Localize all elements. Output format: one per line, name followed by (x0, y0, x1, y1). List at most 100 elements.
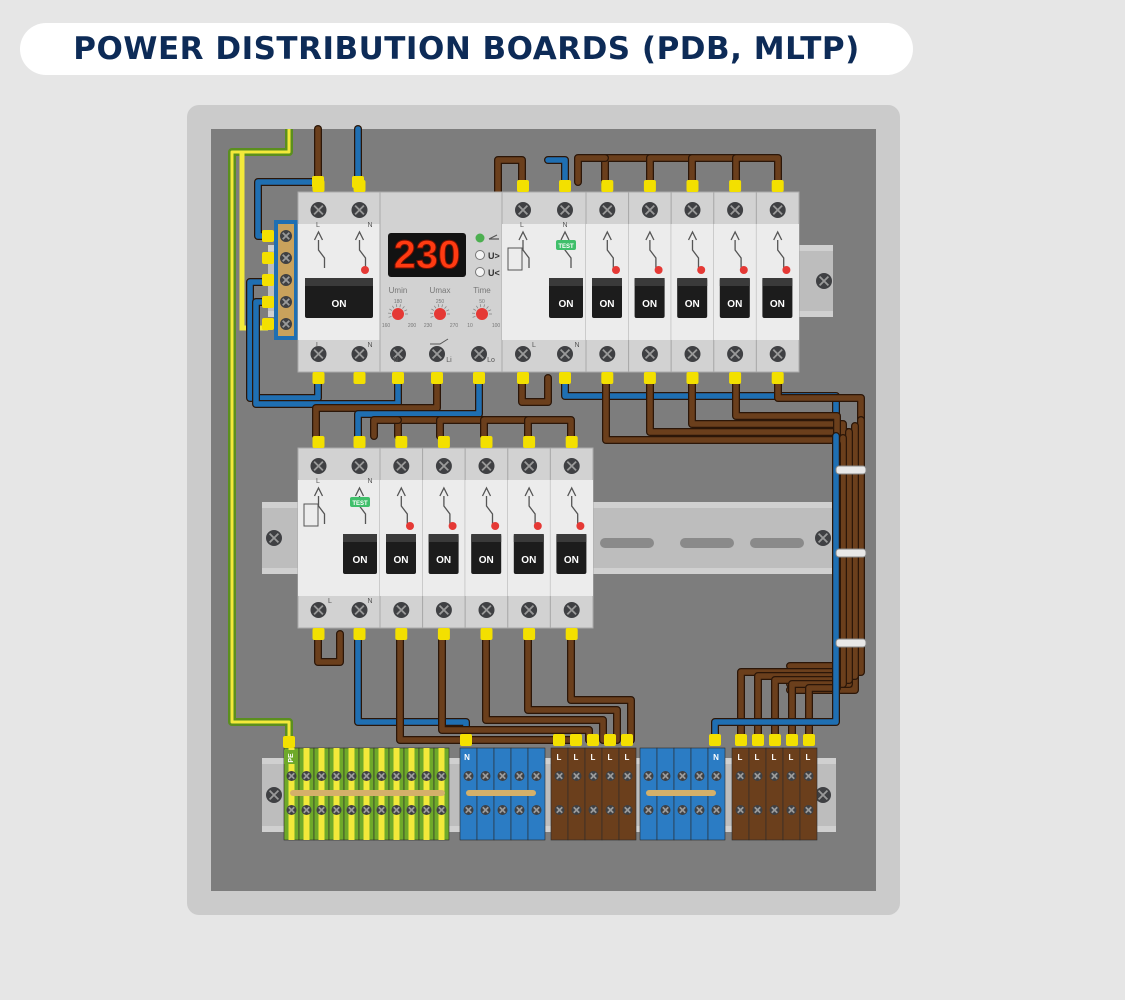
relay-terminal-label: N (393, 357, 398, 364)
screw-slot (644, 204, 655, 216)
relay-display (388, 233, 466, 277)
terminal-block (799, 747, 818, 841)
screw-slot (465, 772, 472, 780)
wire-lug (771, 372, 784, 384)
l-label: L (557, 753, 562, 762)
breaker-on-label: ON (394, 555, 409, 566)
knob-label: Umax (430, 286, 451, 295)
breaker-on-label: ON (600, 299, 615, 310)
l-label: L (772, 753, 777, 762)
breaker-handle (719, 278, 750, 318)
knob-tick (402, 306, 405, 309)
breaker-symbol (481, 486, 494, 524)
wire-lug (437, 436, 450, 448)
jumper-wire (545, 157, 568, 185)
wire-lug (570, 734, 582, 746)
breaker-handle (634, 278, 665, 318)
breaker-on-label: ON (727, 299, 742, 310)
breaker-led (361, 266, 369, 274)
screw-slot (624, 806, 631, 814)
relay-knob (434, 308, 446, 320)
screw-slot (696, 772, 703, 780)
screw-slot (817, 789, 829, 801)
n-label: N (464, 753, 470, 762)
knob-tick (473, 308, 477, 311)
l-label: L (574, 753, 579, 762)
breaker-on-label: ON (332, 299, 347, 310)
comb-jumper (575, 155, 608, 185)
l-label: L (789, 753, 794, 762)
knob-tick (437, 304, 440, 308)
screw-slot (713, 772, 720, 780)
screw-slot (282, 298, 290, 306)
wire-lug (262, 230, 274, 242)
screw-slot (566, 460, 577, 472)
earth-busbar (262, 220, 298, 340)
breaker-handle (513, 534, 544, 574)
screw-slot (438, 772, 445, 780)
title-pill: POWER DISTRIBUTION BOARDS (PDB, MLTP) (20, 23, 913, 75)
knob-tick (391, 305, 395, 309)
wire-lug (480, 628, 493, 640)
knob-tick (479, 304, 482, 308)
comb-jumper (481, 417, 531, 439)
screw-slot (524, 460, 535, 472)
breaker-led (533, 522, 542, 530)
rail-slot (680, 538, 734, 548)
breaker-symbol (396, 486, 408, 524)
breaker-on-label: ON (685, 299, 700, 310)
screw-slot (788, 806, 795, 814)
screw-slot (313, 604, 324, 616)
screw-slot (573, 806, 580, 814)
screw-slot (754, 806, 761, 814)
breaker-handle (556, 534, 587, 574)
knob-tick (475, 305, 479, 309)
mcb-lower: ON (507, 436, 551, 640)
breaker-symbol (567, 486, 579, 524)
screw-slot (645, 806, 652, 814)
screw-slot (737, 772, 744, 780)
load-wire-outline (482, 630, 607, 744)
rail-slot (600, 538, 654, 548)
screw-slot (533, 772, 540, 780)
knob-tick (395, 304, 398, 308)
knob-label: Time (473, 286, 491, 295)
wire-lug (565, 436, 578, 448)
terminal-label: L (316, 478, 320, 485)
terminal-label: N (562, 222, 567, 229)
wire-lug (312, 436, 325, 448)
terminal-label: N (574, 342, 579, 349)
knob-tick (404, 309, 408, 312)
wire-lug (352, 176, 364, 188)
screw-slot (482, 772, 489, 780)
knob-tick (446, 309, 450, 312)
breaker-led (612, 266, 620, 274)
breaker-on-label: ON (564, 555, 579, 566)
screw-slot (354, 204, 365, 216)
test-button (350, 497, 370, 507)
wire-lug (312, 628, 325, 640)
screw-slot (282, 276, 290, 284)
knob-tick (433, 305, 437, 309)
screw-slot (566, 604, 577, 616)
breaker-symbol (313, 230, 326, 268)
breaker-handle-top (556, 534, 587, 542)
screw-slot (737, 806, 744, 814)
screw-slot (679, 806, 686, 814)
breaker-handle-top (513, 534, 544, 542)
screw-slot (730, 348, 741, 360)
relay-terminal-label: Lo (487, 357, 495, 364)
breaker-handle-top (386, 534, 416, 542)
breaker-symbol (773, 230, 785, 268)
screw-slot (516, 806, 523, 814)
screw-slot (559, 204, 571, 216)
screw-slot (392, 348, 404, 360)
screw-slot (378, 806, 385, 814)
knob-tick (486, 306, 489, 309)
knob-tick (483, 304, 485, 308)
wire-lug (729, 372, 742, 384)
knob-scale: 180 (394, 299, 403, 305)
mcb-top: ON (628, 180, 672, 384)
screw-slot (679, 772, 686, 780)
